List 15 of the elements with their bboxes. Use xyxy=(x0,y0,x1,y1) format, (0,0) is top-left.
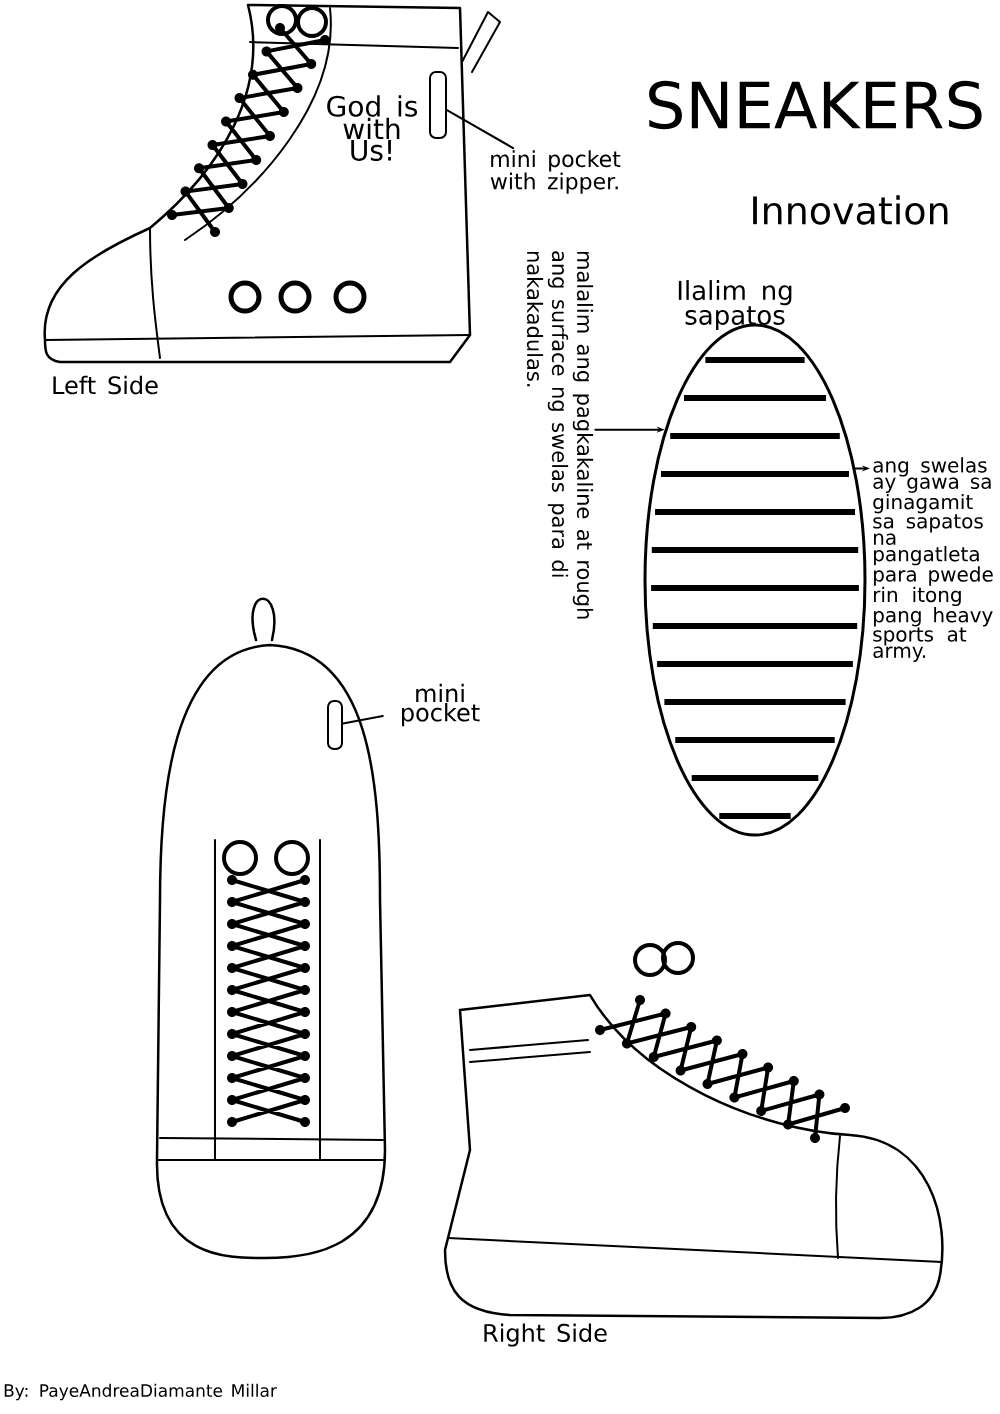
annotation-text: malalim ang pagkakaline at rough ang surface ng swelas para di nakakadulas. xyxy=(526,251,594,619)
subtitle: Innovation xyxy=(753,195,948,225)
annotation-text: ang swelas ay gawa sa ginagamit sa sapatos na pangatleta para pwede rin itong pang heavy sports at army. xyxy=(873,457,993,662)
caption: Left Side xyxy=(53,375,158,395)
title: SNEAKERS xyxy=(649,80,982,130)
leader-line xyxy=(342,714,384,725)
pocket-outline xyxy=(327,700,343,750)
caption: Right Side xyxy=(484,1323,607,1347)
pocket-outline xyxy=(429,71,447,139)
caption: Ilalim ng sapatos xyxy=(678,280,792,330)
author-credit: By: PayeAndreaDiamante Millar xyxy=(4,1383,277,1401)
slogan-text: God is with Us! xyxy=(327,95,418,161)
annotation-text: mini pocket with zipper. xyxy=(490,150,621,194)
annotation-text: mini pocket xyxy=(402,683,480,727)
leader-line xyxy=(446,109,515,149)
